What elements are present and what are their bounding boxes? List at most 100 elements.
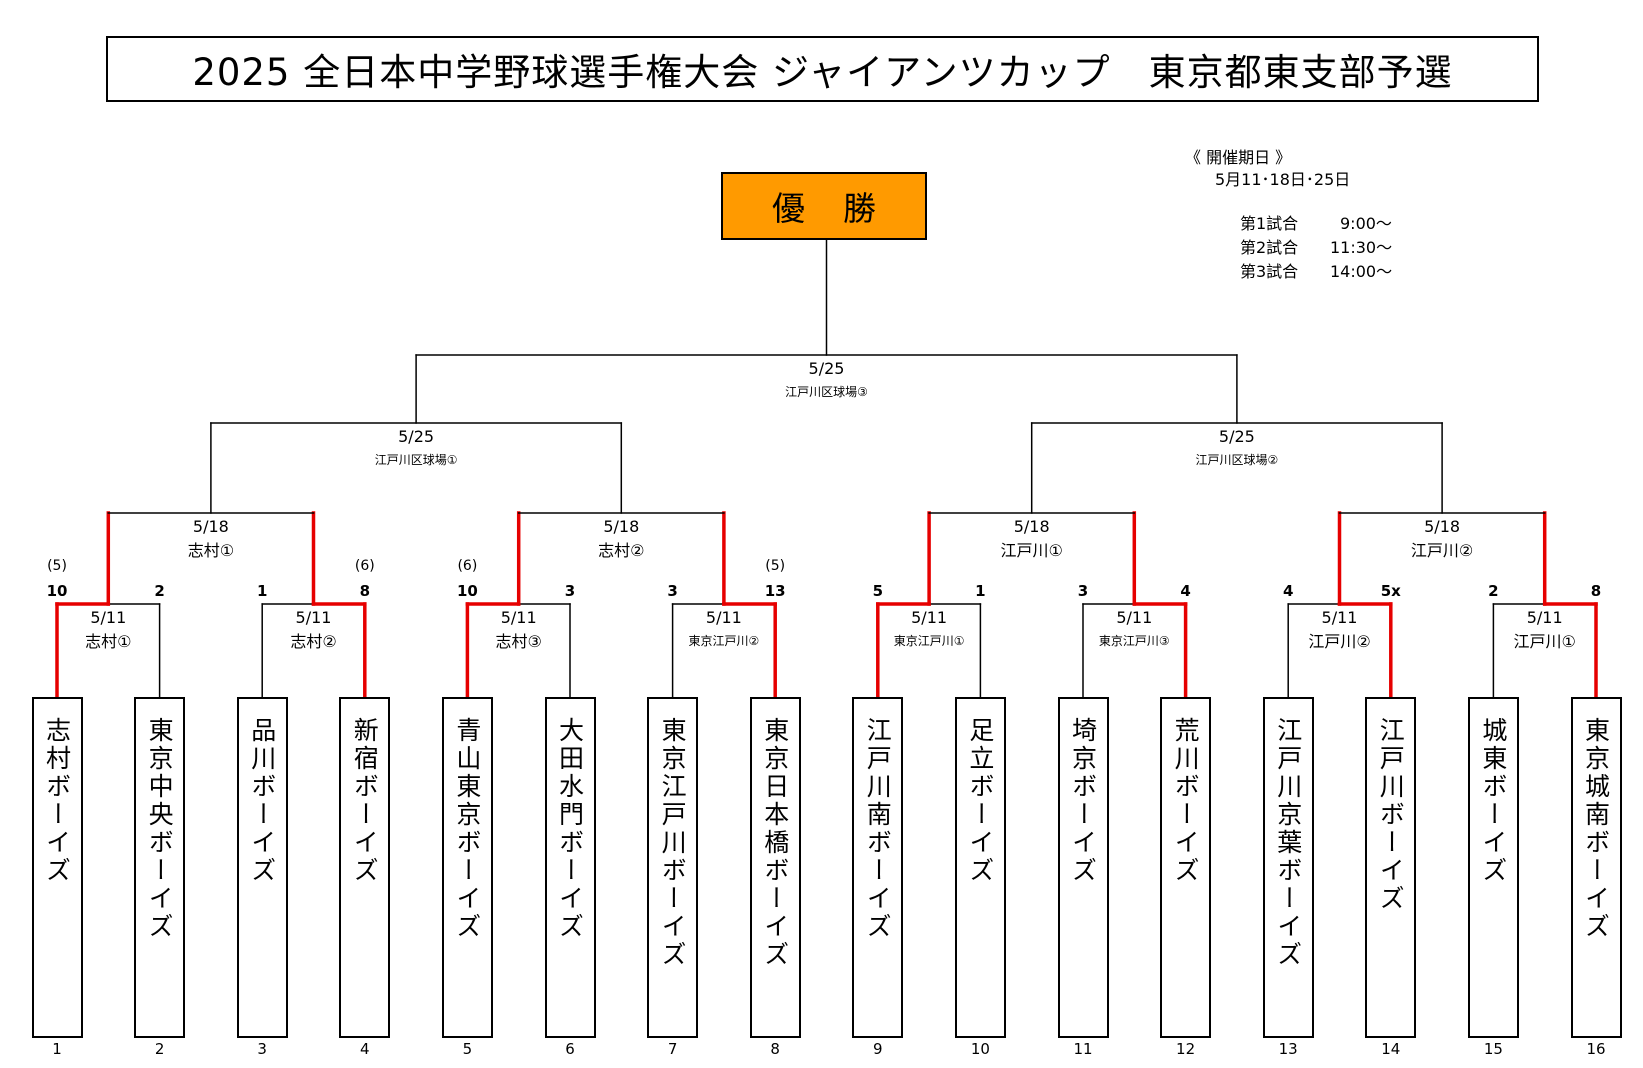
team-box: 江戸川南ボーイズ xyxy=(852,697,904,1038)
score-right: 4 xyxy=(1180,582,1191,600)
team-number: 8 xyxy=(770,1040,780,1058)
match-venue: 東京江戸川① xyxy=(893,634,965,648)
match-date: 5/25 xyxy=(398,427,435,446)
match-venue: 江戸川① xyxy=(1513,632,1576,651)
match-date: 5/18 xyxy=(1013,517,1050,536)
match-venue: 江戸川区球場① xyxy=(374,453,458,467)
team-name: 大田水門ボーイズ xyxy=(555,717,585,941)
match-venue: 志村② xyxy=(290,632,337,651)
team-box: 東京中央ボーイズ xyxy=(134,697,186,1038)
champion-label: 優勝 xyxy=(772,189,914,228)
match-venue: 志村② xyxy=(598,541,645,560)
final-date: 5/25 xyxy=(808,359,845,378)
page-title: 2025 全日本中学野球選手権大会 ジャイアンツカップ 東京都東支部予選 xyxy=(106,36,1539,102)
champion-box: 優勝 xyxy=(721,172,927,240)
match-date: 5/25 xyxy=(1218,427,1255,446)
team-number: 12 xyxy=(1176,1040,1196,1058)
seed-right: (5) xyxy=(765,558,786,574)
page-title-text: 2025 全日本中学野球選手権大会 ジャイアンツカップ 東京都東支部予選 xyxy=(192,51,1453,94)
match-venue: 志村① xyxy=(85,632,132,651)
score-right: 5x xyxy=(1380,582,1401,600)
game-3-label: 第3試合 xyxy=(1240,262,1299,281)
team-number: 3 xyxy=(257,1040,267,1058)
score-left: 3 xyxy=(667,582,678,600)
score-left: 10 xyxy=(46,582,68,600)
seed-left: (5) xyxy=(47,558,67,574)
team-number: 5 xyxy=(462,1040,473,1058)
team-box: 江戸川京葉ボーイズ xyxy=(1262,697,1314,1038)
score-right: 13 xyxy=(764,582,786,600)
team-number: 10 xyxy=(970,1040,990,1058)
match-date: 5/18 xyxy=(192,517,229,536)
match-date: 5/18 xyxy=(603,517,640,536)
match-date: 5/18 xyxy=(1424,517,1461,536)
seed-right: (6) xyxy=(354,558,375,574)
team-box: 荒川ボーイズ xyxy=(1160,697,1212,1038)
score-left: 3 xyxy=(1077,582,1089,600)
match-venue: 江戸川② xyxy=(1410,541,1474,560)
team-box: 大田水門ボーイズ xyxy=(544,697,596,1038)
match-venue: 江戸川区球場② xyxy=(1195,453,1279,467)
score-left: 2 xyxy=(1488,582,1499,600)
score-right: 1 xyxy=(975,582,986,600)
match-venue: 江戸川① xyxy=(1000,541,1063,560)
match-date: 5/11 xyxy=(911,608,948,627)
match-date: 5/11 xyxy=(1526,608,1563,627)
team-box: 江戸川ボーイズ xyxy=(1365,697,1417,1038)
team-name: 青山東京ボーイズ xyxy=(452,717,482,941)
game-2-label: 第2試合 xyxy=(1240,238,1299,257)
team-number: 9 xyxy=(873,1040,883,1058)
team-box: 足立ボーイズ xyxy=(954,697,1006,1038)
match-date: 5/11 xyxy=(295,608,332,627)
team-box: 東京日本橋ボーイズ xyxy=(749,697,801,1038)
team-box: 埼京ボーイズ xyxy=(1057,697,1109,1038)
schedule-heading: 《 開催期日 》 xyxy=(1185,148,1292,167)
team-number: 6 xyxy=(565,1040,575,1058)
score-right: 3 xyxy=(564,582,576,600)
team-number: 2 xyxy=(154,1040,165,1058)
team-number: 1 xyxy=(52,1040,62,1058)
score-right: 8 xyxy=(359,582,371,600)
game-3-time: 14:00～ xyxy=(1330,262,1393,281)
team-name: 城東ボーイズ xyxy=(1478,717,1508,885)
score-left: 10 xyxy=(456,582,478,600)
team-name: 江戸川京葉ボーイズ xyxy=(1273,717,1303,969)
team-box: 青山東京ボーイズ xyxy=(441,697,493,1038)
team-name: 東京江戸川ボーイズ xyxy=(658,717,688,969)
team-box: 東京江戸川ボーイズ xyxy=(647,697,699,1038)
team-number: 13 xyxy=(1278,1040,1298,1058)
team-name: 江戸川南ボーイズ xyxy=(863,717,893,941)
team-box: 品川ボーイズ xyxy=(236,697,288,1038)
game-2-time: 11:30～ xyxy=(1330,238,1393,257)
match-date: 5/11 xyxy=(90,608,127,627)
score-left: 4 xyxy=(1282,582,1294,600)
game-1-label: 第1試合 xyxy=(1240,214,1299,233)
match-date: 5/11 xyxy=(705,608,742,627)
score-left: 5 xyxy=(872,582,884,600)
match-venue: 江戸川② xyxy=(1308,632,1371,651)
score-left: 1 xyxy=(256,582,268,600)
game-1-time: 9:00～ xyxy=(1340,214,1392,233)
team-box: 東京城南ボーイズ xyxy=(1570,697,1622,1038)
team-number: 7 xyxy=(667,1040,678,1058)
team-name: 品川ボーイズ xyxy=(247,717,277,885)
team-name: 東京日本橋ボーイズ xyxy=(760,717,790,969)
team-name: 東京中央ボーイズ xyxy=(145,717,175,941)
match-date: 5/11 xyxy=(1321,608,1358,627)
seed-left: (6) xyxy=(457,558,478,574)
match-date: 5/11 xyxy=(1116,608,1153,627)
match-date: 5/11 xyxy=(500,608,537,627)
match-venue: 志村① xyxy=(187,541,235,560)
team-name: 江戸川ボーイズ xyxy=(1376,717,1406,913)
final-venue: 江戸川区球場③ xyxy=(785,385,868,399)
match-venue: 志村③ xyxy=(495,632,542,651)
team-name: 荒川ボーイズ xyxy=(1171,717,1201,885)
team-name: 足立ボーイズ xyxy=(965,717,995,885)
team-name: 東京城南ボーイズ xyxy=(1581,717,1611,941)
schedule-dates: 5月11･18日･25日 xyxy=(1215,170,1351,189)
score-right: 8 xyxy=(1590,582,1602,600)
team-number: 14 xyxy=(1381,1040,1401,1058)
match-venue: 東京江戸川③ xyxy=(1098,634,1170,648)
team-number: 16 xyxy=(1586,1040,1606,1058)
